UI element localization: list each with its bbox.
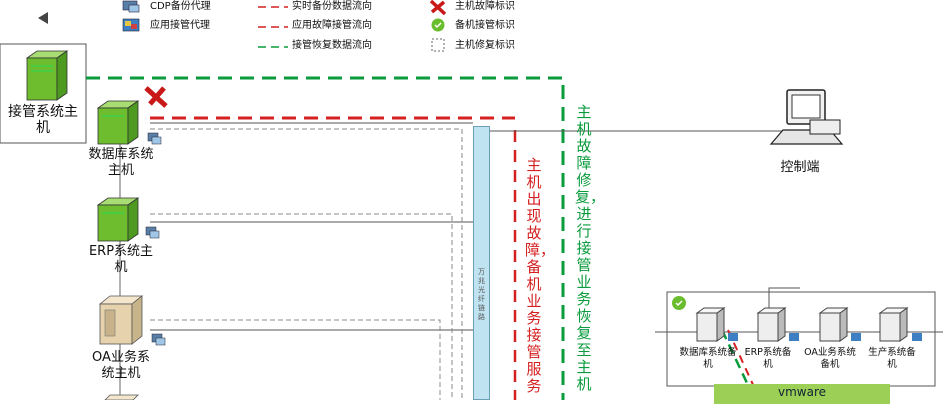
standby-db-server-icon bbox=[695, 307, 726, 342]
erp-server-icon bbox=[96, 197, 140, 242]
legend-app-label: 应用接管代理 bbox=[150, 20, 210, 31]
realtime-db-path bbox=[150, 128, 463, 400]
vmware-platform: vmware bbox=[714, 384, 890, 404]
fiber-link-label: 万兆光纤链路 bbox=[478, 268, 485, 321]
standby-erp-server-icon bbox=[756, 307, 787, 342]
legend-standby-label: 备机接管标识 bbox=[455, 20, 515, 31]
legend-restore-label: 接管恢复数据流向 bbox=[292, 40, 372, 51]
bottom-server-icon bbox=[104, 394, 139, 400]
standby-erp-label: ERP系统备机 bbox=[744, 347, 792, 370]
db-server-icon bbox=[96, 100, 140, 145]
legend-fault-label: 应用故障接管流向 bbox=[292, 20, 372, 31]
erp-agent-icon bbox=[145, 226, 160, 239]
standby-uplink bbox=[768, 287, 800, 312]
db-host-label: 数据库系统主机 bbox=[88, 147, 154, 178]
realtime-erp-path bbox=[150, 213, 453, 400]
oa-agent-icon bbox=[151, 333, 166, 346]
standby-oa-server-icon bbox=[818, 307, 849, 342]
legend-host-fault-label: 主机故障标识 bbox=[455, 1, 515, 12]
host-fault-x-icon bbox=[144, 86, 168, 108]
console-computer-icon bbox=[769, 89, 844, 145]
takeover-server-icon bbox=[25, 50, 69, 101]
repair-annotation: 主机故障修复，进行接管业务恢复至主机 bbox=[575, 103, 606, 393]
takeover-host-frame bbox=[0, 43, 87, 144]
standby-oa-label: OA业务系统备机 bbox=[804, 347, 856, 370]
restore-flow-line bbox=[86, 76, 565, 400]
legend-repair-label: 主机修复标识 bbox=[455, 40, 515, 51]
legend-cdp-label: CDP备份代理 bbox=[150, 1, 211, 12]
console-label: 控制端 bbox=[780, 160, 820, 175]
fault-annotation: 主机出现故障，备机业务接管服务 bbox=[525, 156, 556, 395]
realtime-oa-path bbox=[150, 319, 441, 400]
back-arrow-icon bbox=[38, 12, 48, 24]
legend-repair-icon bbox=[431, 38, 445, 52]
standby-prod-server-icon bbox=[878, 307, 909, 342]
legend-cdp-icon bbox=[122, 0, 140, 13]
db-agent-icon bbox=[147, 132, 162, 145]
standby-prod-label: 生产系统备机 bbox=[868, 347, 916, 370]
legend-fault-x-icon bbox=[429, 0, 447, 16]
erp-host-label: ERP系统主机 bbox=[88, 244, 154, 275]
takeover-host-label: 接管系统主机 bbox=[8, 104, 78, 136]
fiber-link-bar bbox=[473, 126, 490, 400]
oa-server-icon bbox=[98, 295, 144, 345]
oa-host-label: OA业务系统主机 bbox=[92, 350, 150, 381]
standby-agent-icons bbox=[728, 333, 922, 341]
legend-app-icon bbox=[122, 18, 140, 32]
standby-db-label: 数据库系统备机 bbox=[679, 347, 737, 370]
legend-realtime-label: 实时备份数据流向 bbox=[292, 1, 372, 12]
